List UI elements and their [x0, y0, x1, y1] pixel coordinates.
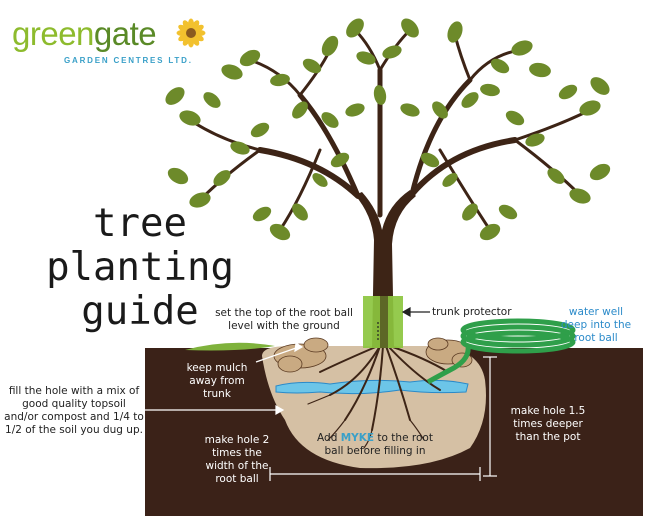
guide-title: tree planting guide	[40, 202, 240, 334]
trunk-behind-protector	[380, 296, 388, 348]
logo-wordmark: greengate	[12, 15, 157, 52]
logo-word-gate: gate	[93, 15, 157, 52]
backfill-soil	[262, 346, 486, 469]
mulch-left	[273, 337, 329, 373]
annotation-arrows	[138, 341, 497, 481]
label-hole-width: make hole 2 times the width of the root …	[204, 434, 270, 485]
root-system	[307, 345, 449, 449]
sunflower-icon	[176, 18, 206, 48]
logo-word-green: green	[12, 15, 94, 52]
garden-hose	[426, 318, 576, 385]
myke-suffix: to the root ball before filling in	[324, 432, 433, 457]
myke-prefix: Add	[317, 432, 341, 444]
label-fill-hole: fill the hole with a mix of good quality…	[4, 385, 144, 436]
myke-product-name: MYKE	[340, 432, 375, 444]
label-root-ball-top: set the top of the root ball level with …	[215, 307, 353, 332]
grass-tuft	[185, 342, 275, 351]
tree-leaves	[165, 18, 611, 241]
tree-trunk	[355, 190, 416, 348]
title-line-planting: planting	[46, 245, 234, 290]
label-keep-mulch: keep mulch away from trunk	[186, 362, 248, 400]
label-water-well: water well deep into the root ball	[560, 306, 632, 344]
title-line-tree: tree	[93, 201, 187, 246]
logo-subtitle: GARDEN CENTRES LTD.	[64, 56, 193, 65]
water-layer	[275, 379, 469, 395]
label-hole-depth: make hole 1.5 times deeper than the pot	[510, 405, 586, 443]
label-trunk-protector: trunk protector	[432, 306, 512, 318]
title-line-guide: guide	[81, 289, 199, 334]
top-annotation-arrows	[377, 306, 430, 340]
label-myke: Add MYKE to the root ball before filling…	[306, 432, 444, 458]
